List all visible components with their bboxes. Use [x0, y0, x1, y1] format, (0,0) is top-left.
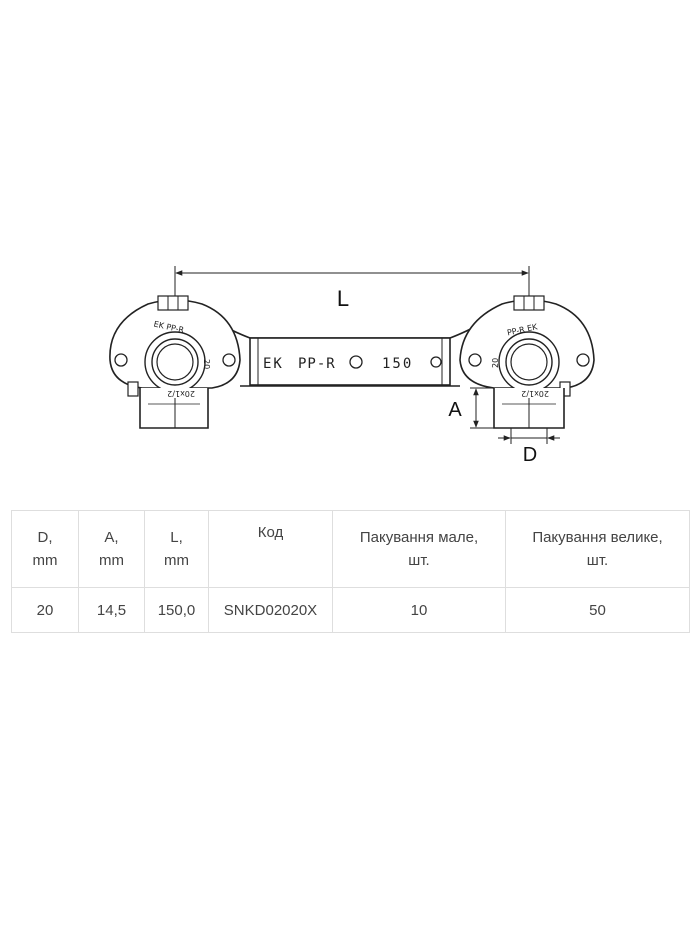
fitting-right-side-text: 20	[491, 358, 500, 368]
header-d-line2: mm	[32, 552, 58, 569]
cell-pack-small: 10	[332, 587, 506, 633]
header-code: Код	[208, 510, 333, 588]
dimension-l-label: L	[337, 286, 349, 311]
fitting-left-side-text: 20	[202, 359, 211, 369]
header-a-line1: A,	[104, 529, 119, 546]
dimension-d: D	[498, 428, 560, 466]
header-d: D, mm	[11, 510, 79, 588]
table-header-row: D, mm A, mm L, mm Код Пакування мале, шт. Па…	[11, 510, 690, 588]
dimension-l: L	[174, 266, 530, 311]
bar-material-text: PP-R	[298, 356, 336, 372]
dimension-a: A	[448, 387, 494, 429]
header-l-line1: L,	[170, 529, 183, 546]
dimension-d-label: D	[523, 444, 537, 466]
fitting-right: PP-R EK 20 20x1/2	[459, 295, 595, 429]
header-a-line2: mm	[99, 552, 124, 569]
technical-drawing: L EK PP-R 150 EK PP-R 20 20x1/2	[109, 266, 595, 466]
cell-pack-large: 50	[505, 587, 690, 633]
header-d-line1: D,	[37, 529, 53, 546]
header-pack-large-line2: шт.	[586, 552, 609, 569]
spec-table: D, mm A, mm L, mm Код Пакування мале, шт. Па…	[11, 510, 690, 633]
header-l-line2: mm	[164, 552, 189, 569]
cell-d: 20	[11, 587, 79, 633]
cell-l: 150,0	[144, 587, 209, 633]
header-pack-large-line1: Пакування велике,	[532, 529, 663, 546]
bar-length-text: 150	[382, 356, 413, 372]
header-pack-small-line1: Пакування мале,	[359, 529, 479, 546]
fitting-left-bottom-text: 20x1/2	[167, 389, 195, 398]
cell-a: 14,5	[78, 587, 145, 633]
mounting-bar: EK PP-R 150	[211, 319, 489, 387]
dimension-a-label: A	[448, 399, 462, 421]
header-a: A, mm	[78, 510, 145, 588]
fitting-right-bottom-text: 20x1/2	[521, 389, 549, 398]
header-pack-large: Пакування велике, шт.	[505, 510, 690, 588]
header-pack-small-line2: шт.	[408, 552, 430, 569]
cell-code: SNKD02020X	[208, 587, 333, 633]
table-row: 20 14,5 150,0 SNKD02020X 10 50	[11, 587, 690, 633]
fitting-left: EK PP-R 20 20x1/2	[109, 295, 241, 429]
header-pack-small: Пакування мале, шт.	[332, 510, 506, 588]
bar-brand-text: EK	[263, 356, 284, 372]
header-code-line1: Код	[257, 524, 284, 541]
header-l: L, mm	[144, 510, 209, 588]
